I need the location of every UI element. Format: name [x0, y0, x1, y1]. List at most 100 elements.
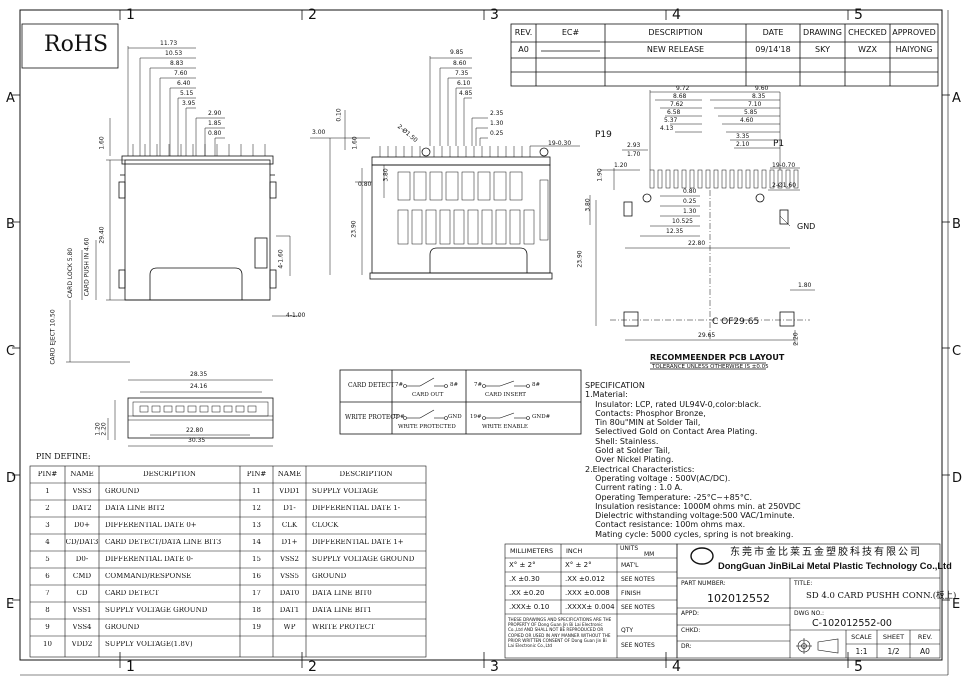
pin-table-cell: GROUND [105, 624, 140, 631]
sw-label: 19# [393, 414, 405, 420]
dim-label: 8.35 [752, 93, 766, 100]
tol-head-units: UNITS [620, 545, 639, 552]
drawing-title: SD 4.0 CARD PUSHH CONN.(板上) [806, 591, 957, 601]
pin-table-cell: DAT2 [72, 505, 92, 512]
dwg-no-label: DWG NO.: [794, 610, 825, 617]
pin-table-cell: 14 [252, 539, 261, 546]
pin-table-cell: 4 [45, 539, 50, 546]
dim-label: 11.73 [160, 40, 178, 47]
dim-label: 9.60 [755, 85, 769, 92]
spec-line: Tin 80u"MIN at Solder Tail, [585, 418, 701, 428]
qty-value: SEE NOTES [621, 642, 655, 649]
dim-label: 1.80 [798, 282, 812, 289]
pin-table-cell: 17 [252, 590, 261, 597]
pin-table-cell: COMMAND/RESPONSE [105, 573, 192, 580]
dim-label: 9.72 [676, 85, 690, 92]
rev-head-approved: APPROVED [892, 29, 936, 37]
pin-table-header: PIN# [37, 471, 58, 478]
dim-label: 0.80 [683, 188, 697, 195]
rev-row-drawing: SKY [815, 46, 830, 54]
pin-table-cell: DATA LINE BIT1 [312, 607, 372, 614]
sw-label: WRITE PROTECTED [398, 424, 456, 430]
dim-label: 3.95 [182, 100, 196, 107]
spec-line: Dielectric withstanding voltage:500 VAC/… [585, 511, 795, 521]
dim-label: CARD LOCK 5.80 [67, 247, 75, 299]
pin-table-cell: CD/DAT3 [65, 539, 99, 546]
dim-label: 3.80 [382, 168, 390, 182]
pin-table-cell: GROUND [105, 488, 140, 495]
pin-table-cell: 12 [252, 505, 261, 512]
dim-label: 0.80 [358, 181, 372, 188]
pin-table-cell: VSS3 [72, 488, 92, 495]
zone-label-col-2: 2 [308, 7, 317, 23]
pin-table-cell: SUPPLY VOLTAGE [312, 488, 378, 495]
dim-label: 2-Ø1.60 [772, 182, 797, 189]
pin-table-cell: 1 [45, 488, 50, 495]
pin-table-grid [29, 465, 427, 658]
spec-line: Operating voltage : 500V(AC/DC). [585, 473, 731, 483]
dim-label: 1.60 [98, 136, 106, 150]
spec-line: Operating Temperature: -25°C~+85°C. [585, 492, 752, 502]
dim-label: 4.13 [660, 125, 674, 132]
pin-table-cell: DIFFERENTIAL DATE 1- [312, 505, 401, 512]
dim-label: 4-1.60 [277, 249, 285, 269]
company-name-cn: 东莞市金比莱五金塑胶科技有限公司 [730, 547, 922, 558]
spec-line: Insulator: LCP, rated UL94V-0,color:blac… [585, 399, 762, 409]
pin-table-cell: 13 [252, 522, 261, 529]
pin-table-cell: D1- [283, 505, 296, 512]
pin-table-cell: DIFFERENTIAL DATE 1+ [312, 539, 404, 546]
dim-label: 23.90 [350, 220, 358, 238]
pin-table-cell: VSS2 [280, 556, 299, 563]
zone-label-row-a: A [6, 91, 15, 106]
spec-line: 1.Material: [585, 390, 628, 400]
spec-line: SPECIFICATION [585, 381, 645, 390]
pin-table-cell: 10 [43, 641, 52, 648]
tol-head-inch: INCH [566, 547, 583, 555]
dim-label: 7.10 [748, 101, 762, 108]
rev-head-drawing: DRAWING [803, 29, 842, 37]
tol-cell: FINISH [621, 590, 641, 597]
qty-label: QTY [621, 627, 634, 634]
zone-label-row-c-right: C [952, 344, 962, 359]
pin-table-cell: 18 [252, 607, 261, 614]
rev-label: REV. [917, 634, 933, 641]
zone-label-col-1-bottom: 1 [126, 659, 135, 675]
outer-border [19, 9, 943, 661]
dim-label: 0.10 [335, 108, 343, 122]
zone-label-col-5: 5 [854, 7, 863, 23]
dim-label: 2.93 [627, 142, 641, 149]
part-number-label: PART NUMBER: [681, 580, 726, 587]
rev-row-approved: HAIYONG [895, 46, 933, 54]
spec-line: Over Nickel Plating. [585, 455, 674, 465]
chkd-label: CHKD: [681, 627, 701, 634]
title-block-grid [676, 543, 941, 659]
dim-label: 5.37 [664, 117, 678, 124]
zone-label-col-3-bottom: 3 [490, 659, 499, 675]
pin-table-cell: 3 [45, 522, 50, 529]
spec-line: Shell: Stainless. [585, 436, 659, 446]
dim-label: 0.25 [490, 130, 504, 137]
spec-line: Contacts: Phosphor Bronze, [585, 408, 706, 418]
dim-label: 2.20 [100, 422, 108, 436]
tol-cell: X° ± 2° [565, 561, 592, 569]
spec-line: 2.Electrical Characteristics: [585, 464, 695, 474]
pin-table-cell: CLOCK [312, 522, 339, 529]
bottom-view [107, 379, 274, 447]
pin-table-cell: 11 [252, 488, 261, 495]
dim-label: 1.30 [490, 120, 504, 127]
dim-label: 12.35 [666, 228, 684, 235]
pin-table-cell: DATA LINE BIT2 [105, 505, 165, 512]
pin-table-cell: SUPPLY VOLTAGE GROUND [105, 607, 208, 614]
pin-table-cell: CD [76, 590, 88, 597]
tol-cell: .XXXX± 0.004 [565, 603, 615, 611]
sw-label: 7# [474, 382, 483, 388]
part-number: 102012552 [707, 592, 770, 605]
pin-table-cell: 8 [45, 607, 50, 614]
pin-table-cell: DIFFERENTIAL DATE 0+ [105, 522, 197, 529]
dim-label: 1.20 [614, 162, 628, 169]
dim-label: 28.35 [190, 371, 208, 378]
rohs-label: RoHS [44, 32, 109, 57]
dim-label: 7.60 [174, 70, 188, 77]
dim-label: 10.53 [165, 50, 183, 57]
dim-label: 3.00 [312, 129, 326, 136]
